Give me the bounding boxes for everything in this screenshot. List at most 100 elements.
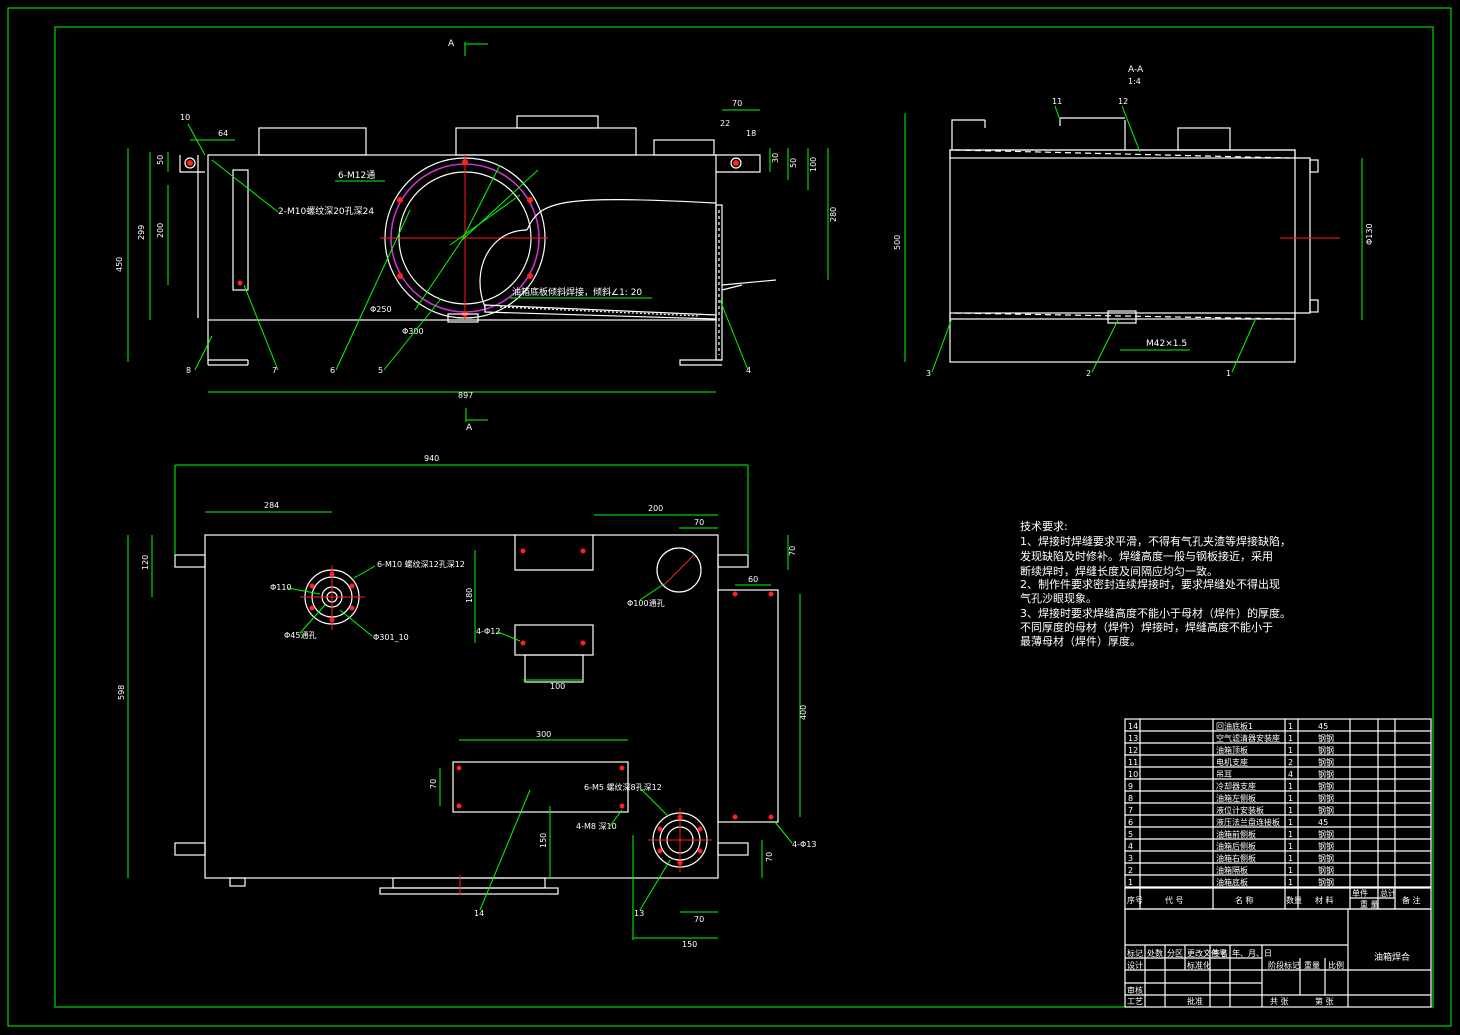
bom-cell-name: 冷却器支座 (1216, 781, 1256, 791)
dim-284: 284 (264, 501, 279, 510)
bom-cell-qty: 2 (1288, 758, 1293, 767)
dim-500: 500 (893, 235, 902, 250)
bom-cell-no: 10 (1128, 770, 1138, 779)
callout-dia45: Φ45通孔 (284, 630, 316, 640)
bom-cell-no: 3 (1128, 854, 1133, 863)
dim-150: 150 (682, 940, 697, 949)
dim-200: 200 (156, 223, 165, 238)
bom-cell-name: 油箱底板 (1216, 877, 1248, 887)
notes-line: 1、焊接时焊缝要求平滑，不得有气孔夹渣等焊接缺陷， (1020, 534, 1291, 548)
bom-header-single: 单件 (1352, 888, 1368, 898)
notes-line: 最薄母材（焊件）厚度。 (1020, 634, 1141, 648)
top-view: 940 284 200 70 60 300 100 70 150 598 120… (117, 454, 816, 949)
bom-cell-no: 13 (1128, 734, 1138, 743)
tb-cell: 批准 (1187, 996, 1203, 1006)
dim-450: 450 (115, 257, 124, 272)
part-13: 13 (634, 909, 644, 918)
part-3: 3 (926, 369, 931, 378)
dim-18: 18 (746, 129, 756, 138)
part-10: 10 (180, 113, 190, 122)
bom-cell-no: 5 (1128, 830, 1133, 839)
bom-cell-name: 油箱右侧板 (1216, 853, 1256, 863)
dim-598: 598 (117, 685, 126, 700)
dim-70: 70 (732, 99, 742, 108)
bom-header-code: 代 号 (1165, 895, 1184, 905)
bom-cell-mat: 钢钢 (1318, 877, 1334, 887)
callout-dia300: Φ300 (402, 327, 424, 336)
bom-cell-no: 1 (1128, 878, 1133, 887)
dim-200: 200 (648, 504, 663, 513)
tb-cell: 标准化 (1187, 960, 1211, 970)
tb-cell: 年、月、日 (1232, 948, 1272, 958)
notes-line: 气孔沙眼现象。 (1020, 591, 1097, 605)
bom-cell-mat: 钢钢 (1318, 841, 1334, 851)
part-1: 1 (1226, 369, 1231, 378)
bom-cell-mat: 钢钢 (1318, 805, 1334, 815)
notes-line: 断续焊时，焊缝长度及间隔应均匀一致。 (1020, 564, 1218, 578)
bom-header-total: 总计 (1380, 888, 1396, 898)
tb-cell: 共 张 (1270, 997, 1289, 1006)
dim-400: 400 (799, 705, 808, 720)
tb-cell: 处数 (1147, 948, 1163, 958)
part-2: 2 (1086, 369, 1091, 378)
bom-cell-name: 回油底板1 (1216, 721, 1253, 731)
tb-cell: 比例 (1328, 960, 1344, 970)
bom-cell-no: 7 (1128, 806, 1133, 815)
part-12: 12 (1118, 97, 1128, 106)
bom-header-mat: 材 料 (1315, 895, 1334, 905)
bom-cell-qty: 1 (1288, 794, 1293, 803)
bom-cell-name: 油箱前侧板 (1216, 829, 1256, 839)
tb-cell: 重量 (1304, 960, 1320, 970)
bom-cell-mat: 钢钢 (1318, 733, 1334, 743)
bom-cell-no: 4 (1128, 842, 1133, 851)
callout-holes12: 4-Φ12 (476, 627, 500, 636)
tb-cell: 更改文件号 (1187, 948, 1227, 958)
part-6: 6 (330, 366, 335, 375)
dim-897: 897 (458, 391, 473, 400)
dim-70-bottom: 70 (765, 852, 774, 862)
inner-border (54, 26, 1434, 1008)
bom-cell-name: 油箱左侧板 (1216, 793, 1256, 803)
bom-cell-name: 液位计安装板 (1216, 805, 1264, 815)
dim-h50: 50 (156, 155, 165, 165)
tb-cell: 分区 (1167, 949, 1183, 958)
callout-m10-holes: 2-M10螺纹深20孔深24 (278, 205, 374, 217)
callout-m10: 6-M10 螺纹深12孔深12 (377, 559, 465, 569)
bom-cell-mat: 钢钢 (1318, 781, 1334, 791)
tb-cell: 工艺 (1127, 997, 1143, 1006)
bom-cell-name: 电机支座 (1216, 757, 1248, 767)
bom-cell-mat: 钢钢 (1318, 769, 1334, 779)
bom-cell-qty: 1 (1288, 782, 1293, 791)
bom-cell-qty: 1 (1288, 878, 1293, 887)
notes-line: 2、制作件要求密封连续焊接时，要求焊缝处不得出现 (1020, 577, 1280, 591)
dim-940: 940 (424, 454, 439, 463)
bom-cell-name: 空气滤清器安装座 (1216, 733, 1280, 743)
callout-m8: 4-M8 深10 (576, 822, 617, 831)
dim-299: 299 (137, 225, 146, 240)
bom-cell-qty: 1 (1288, 866, 1293, 875)
bom-cell-qty: 1 (1288, 746, 1293, 755)
technical-notes: 技术要求: 1、焊接时焊缝要求平滑，不得有气孔夹渣等焊接缺陷， 发现缺陷及时修补… (1020, 520, 1291, 648)
notes-line: 发现缺陷及时修补。焊缝高度一般与钢板接近，采用 (1020, 549, 1273, 563)
bom-cell-name: 吊耳 (1216, 770, 1232, 779)
bom-cell-no: 12 (1128, 746, 1138, 755)
bom-cell-mat: 钢钢 (1318, 865, 1334, 875)
bom-cell-qty: 1 (1288, 854, 1293, 863)
tb-cell: 签名 (1212, 948, 1228, 958)
callout-m5: 6-M5 螺纹深8孔深12 (584, 782, 662, 792)
dim-280: 280 (829, 207, 838, 222)
tb-cell: 审核 (1127, 985, 1143, 995)
bom-cell-name: 油箱隔板 (1216, 865, 1248, 875)
bom-cell-qty: 1 (1288, 806, 1293, 815)
section-view: A-A 1:4 500 Φ130 M42×1.5 11 12 3 2 1 (893, 65, 1374, 378)
bom-cell-mat: 钢钢 (1318, 829, 1334, 839)
bom-cell-mat: 45 (1318, 818, 1328, 827)
dim-300: 300 (536, 730, 551, 739)
dim-70b: 70 (694, 915, 704, 924)
bom-header-qty: 数量 (1286, 895, 1302, 905)
dim-70-top: 70 (788, 546, 797, 556)
bom-cell-name: 液压法兰盘连接板 (1216, 817, 1280, 827)
callout-dia250: Φ250 (370, 305, 392, 314)
